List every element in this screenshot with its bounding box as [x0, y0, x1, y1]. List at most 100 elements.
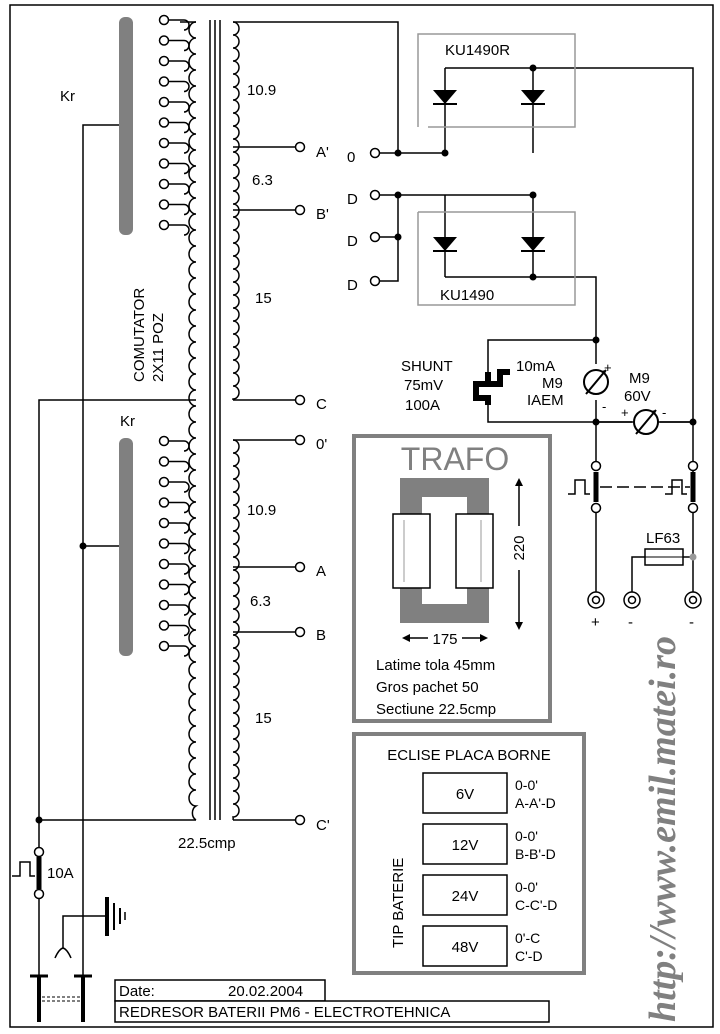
meter-junctions [592, 336, 697, 426]
commutator-contact [158, 219, 190, 236]
main-fuse-label: 10A [47, 865, 74, 882]
battery-voltage-box [422, 823, 508, 865]
commutator-contact [158, 55, 190, 72]
eclise-title: ECLISE PLACA BORNE [387, 747, 550, 764]
shunt-icon [473, 369, 510, 405]
mains-plug-icon [30, 974, 92, 1022]
frame [9, 4, 714, 1028]
dim-height-label: 220 [511, 535, 528, 560]
bridge-term-d2: D [347, 233, 358, 250]
connection-2: A-A'-D [515, 795, 556, 811]
diode-icon [521, 90, 545, 105]
arrow-left-icon [402, 634, 410, 642]
arrow-right-icon [480, 634, 488, 642]
winding-bottom-3: 15 [255, 710, 272, 727]
trafo-note-2: Gros pachet 50 [376, 679, 479, 696]
output-breaker [568, 460, 699, 595]
ammeter-label-3: IAEM [527, 392, 564, 409]
commutator-top [119, 14, 190, 236]
winding-bottom-1: 10.9 [247, 502, 276, 519]
ammeter-pos: + [604, 360, 612, 375]
commutator-contact [158, 435, 190, 452]
battery-voltage: 24V [452, 888, 479, 905]
shunt-label-2: 75mV [404, 377, 443, 394]
commutator-bottom-contacts [158, 435, 190, 657]
junction [689, 553, 697, 561]
winding-top-2: 6.3 [252, 172, 273, 189]
out-neg-1: - [628, 614, 633, 631]
battery-voltage-box [422, 925, 508, 967]
kr-bottom-label: Kr [120, 413, 135, 430]
tap-b-prime: B' [316, 206, 329, 223]
voltmeter-icon [633, 409, 659, 435]
diode-top-label: KU1490R [445, 42, 510, 59]
ammeter-label-1: 10mA [516, 358, 555, 375]
watermark-url: http://www.emil.matei.ro [642, 636, 684, 1022]
secondary-winding-bottom [232, 439, 240, 821]
trafo-title: TRAFO [401, 441, 509, 477]
commutator-bottom-bar [119, 438, 133, 656]
connection-1: 0'-C [515, 930, 540, 946]
fuse-label: LF63 [646, 530, 680, 547]
commutator-contact [158, 158, 190, 175]
voltmeter-pos: + [621, 405, 629, 420]
commutator-contact [158, 599, 190, 616]
commutator-top-contacts [158, 14, 190, 236]
commutator-contact [158, 497, 190, 514]
tap-zero-prime: 0' [316, 436, 327, 453]
tap-a: A [316, 563, 326, 580]
trafo-note-3: Sectiune 22.5cmp [376, 701, 496, 718]
arrow-up-icon [515, 478, 523, 486]
commutator-contact [158, 14, 190, 31]
ground-icon [105, 897, 126, 936]
junction [35, 816, 43, 824]
ammeter-neg: - [602, 399, 606, 414]
drawing-title: REDRESOR BATERII PM6 - ELECTROTEHNICA [119, 1004, 450, 1021]
commutator-contact [158, 579, 190, 596]
fuse-icon [644, 548, 684, 566]
bridge-term-0: 0 [347, 149, 355, 166]
diode-bottom-label: KU1490 [440, 287, 494, 304]
bridge-junctions [394, 64, 537, 281]
diode-icon [521, 237, 545, 252]
diode-icon [433, 237, 457, 252]
primary-winding [188, 21, 199, 821]
connection-2: C-C'-D [515, 897, 557, 913]
tap-c: C [316, 396, 327, 413]
voltmeter-neg: - [662, 405, 666, 420]
trafo-panel: TRAFO 175 220 Latime tola 45mm Gros pach… [352, 434, 552, 723]
wiper-top-wire [82, 124, 119, 1015]
commutator-contact [158, 96, 190, 113]
bridge-term-d1: D [347, 191, 358, 208]
out-neg-2: - [689, 614, 694, 631]
battery-voltage-box [422, 772, 508, 814]
battery-voltage: 48V [452, 939, 479, 956]
tap-terminals [294, 141, 306, 826]
ammeter-icon [583, 369, 609, 395]
diode-icon [433, 90, 457, 105]
mains-breaker [12, 846, 107, 959]
eclise-side-label: TIP BATERIE [390, 858, 407, 948]
commutator-contact [158, 538, 190, 555]
shunt-label-1: SHUNT [401, 358, 453, 375]
commutator-contact [158, 558, 190, 575]
date-label: Date: [119, 983, 155, 1000]
meter-wiring [487, 339, 693, 466]
output-terminals [587, 591, 702, 609]
out-pos: + [591, 614, 600, 631]
arrow-down-icon [515, 622, 523, 630]
commutator-bottom [119, 435, 190, 657]
trafo-coil-left [392, 513, 431, 589]
comutator-label-1: COMUTATOR [131, 288, 148, 382]
tap-c-prime: C' [316, 817, 330, 834]
tap-b: B [316, 627, 326, 644]
connection-2: B-B'-D [515, 846, 556, 862]
eclise-row: 6V0-0'A-A'-D [422, 772, 556, 814]
dim-width-label: 175 [432, 631, 457, 648]
tap-wires [233, 146, 296, 821]
battery-voltage-box [422, 874, 508, 916]
commutator-contact [158, 35, 190, 52]
commutator-contact [158, 76, 190, 93]
date-value: 20.02.2004 [228, 983, 303, 1000]
voltmeter-label-2: 60V [624, 388, 651, 405]
